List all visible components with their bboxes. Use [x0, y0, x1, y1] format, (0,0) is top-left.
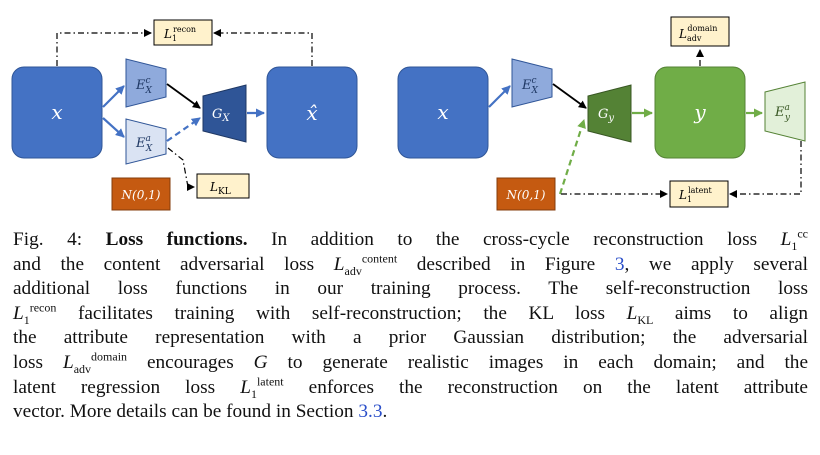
caption-line-2: and the content adversarial loss Ladvcon…: [13, 251, 809, 278]
right-latent-loss-connector-right: [729, 141, 802, 198]
caption-math-sup: latent: [256, 374, 284, 389]
caption-text: enforces the reconstruction on the laten…: [283, 376, 808, 398]
right-domain-loss-box: [670, 16, 730, 47]
right-output-y-label: y: [693, 100, 706, 124]
right-attribute-encoder-shape: [764, 81, 806, 142]
left-generator-label: GX: [212, 107, 230, 124]
left-kl-connector: [167, 147, 195, 191]
caption-text: encourages: [127, 351, 254, 373]
caption-text: described in Figure: [397, 253, 615, 275]
caption-math-sub: adv: [73, 361, 92, 376]
caption-title: Loss functions.: [105, 229, 248, 250]
left-recon-loss-connector-left: [56, 29, 152, 66]
caption-math: L: [240, 376, 251, 398]
caption-math-sup: domain: [91, 349, 128, 364]
caption-line-4: L1recon facilitates training with self-r…: [13, 300, 808, 327]
left-input-x-label: x: [51, 100, 62, 124]
left-recon-loss-connector-right: [213, 29, 313, 66]
caption-text: loss: [13, 351, 63, 373]
caption-text: .: [382, 401, 388, 423]
right-prior-label: N(0,1): [506, 188, 546, 202]
left-prior-label: N(0,1): [121, 188, 161, 202]
caption-text: facilitates training with self-reconstru…: [56, 302, 627, 324]
caption-line-3: additional loss functions in our trainin…: [13, 278, 808, 300]
caption-text: aims to align: [653, 302, 808, 324]
caption-math-sup: recon: [29, 300, 57, 315]
figure-3-link[interactable]: 3: [614, 253, 625, 275]
left-arrow-x-to-content-encoder: [102, 85, 125, 108]
caption-text: and the content adversarial loss: [13, 253, 334, 275]
right-output-y-box: [654, 66, 746, 159]
left-kl-loss-box: [196, 173, 250, 199]
left-kl-loss-label: LKL: [209, 180, 231, 197]
caption-text: vector. More details can be found in Sec…: [13, 401, 359, 423]
left-recon-loss-label: L1recon: [163, 25, 196, 43]
left-attribute-encoder-shape: [125, 118, 167, 165]
left-recon-loss-box: [153, 19, 213, 46]
section-3-3-link[interactable]: 3.3: [358, 401, 383, 423]
caption-text: In addition to the cross-cycle reconstru…: [247, 229, 781, 250]
right-latent-loss-label: L1latent: [678, 186, 712, 204]
caption-line-5: the attribute representation with a prio…: [13, 327, 808, 349]
caption-text: , we apply several: [624, 253, 809, 275]
caption-math: L: [62, 351, 74, 373]
right-latent-loss-box: [669, 180, 729, 208]
right-content-encoder-shape: [511, 58, 553, 108]
caption-line-7: latent regression loss L1latent enforces…: [13, 374, 808, 401]
caption-math: L: [333, 253, 345, 275]
right-generator-shape: [587, 84, 632, 143]
left-arrow-content-to-generator: [166, 83, 201, 109]
caption-fig-label: Fig. 4:: [13, 229, 83, 250]
right-arrow-x-to-content-encoder: [488, 85, 511, 108]
caption-math-sub: 1: [791, 238, 798, 253]
right-input-x-box: [397, 66, 489, 159]
caption-math-sub: KL: [637, 312, 654, 327]
left-prior-box: [111, 177, 171, 211]
caption-text: latent regression loss: [13, 376, 241, 398]
left-arrow-attribute-to-generator: [166, 117, 201, 142]
caption-math-sup: cc: [797, 226, 808, 241]
left-generator-shape: [202, 84, 247, 143]
caption-math-sup: content: [361, 251, 398, 266]
left-arrow-x-to-attribute-encoder: [102, 117, 125, 138]
caption-line-1: Fig. 4: Loss functions. In addition to t…: [13, 228, 808, 253]
caption-line-8: vector. More details can be found in Sec…: [13, 400, 808, 425]
figure-caption: Fig. 4: Loss functions. In addition to t…: [13, 228, 808, 425]
left-input-x-box: [11, 66, 103, 159]
caption-math-sub: 1: [250, 386, 257, 401]
left-content-encoder-shape: [125, 58, 167, 108]
caption-math-sub: 1: [23, 312, 30, 327]
right-arrow-prior-to-generator: [558, 119, 586, 195]
caption-math: L: [626, 302, 638, 324]
right-domain-loss-label: Ladvdomain: [678, 24, 717, 43]
caption-math: G: [253, 351, 268, 373]
right-input-x-label: x: [437, 100, 448, 124]
right-arrow-content-to-generator: [552, 83, 587, 109]
left-reconstruction-xhat-label: x̂: [306, 101, 317, 125]
caption-math: L: [780, 229, 792, 250]
right-prior-box: [496, 177, 556, 211]
caption-math-sub: adv: [344, 263, 362, 278]
right-generator-label: Gy: [598, 107, 614, 124]
left-reconstruction-xhat-box: [266, 66, 358, 159]
caption-math: L: [13, 302, 24, 324]
caption-text: to generate realistic images in each dom…: [267, 351, 808, 373]
caption-line-6: loss Ladvdomain encourages G to generate…: [13, 351, 808, 376]
